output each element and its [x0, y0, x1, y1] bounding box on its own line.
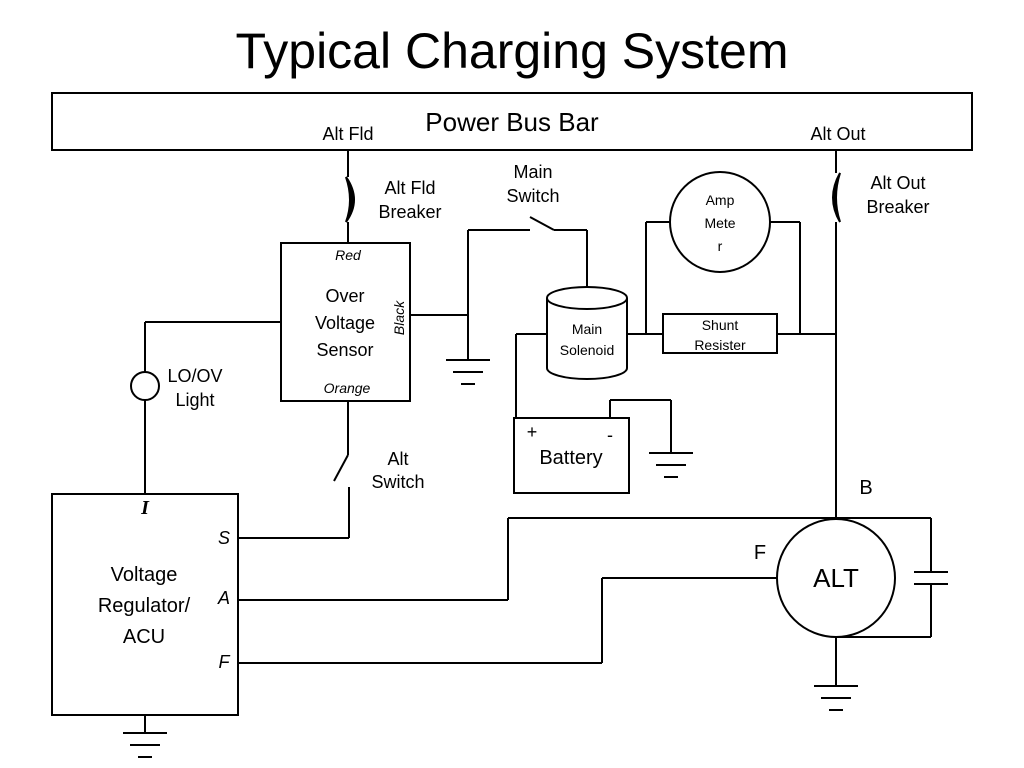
solenoid-battery-wire	[515, 333, 547, 418]
ov-sensor-label-2: Voltage	[315, 313, 375, 333]
regulator-label-1: Voltage	[111, 564, 178, 586]
solenoid-label-1: Main	[572, 321, 602, 337]
lo-ov-light-label-1: LO/OV	[167, 366, 222, 386]
amp-meter-label-1: Amp	[706, 192, 735, 208]
bus-bar-outline	[51, 92, 973, 151]
a-terminal-wire	[238, 517, 836, 601]
main-solenoid: Main Solenoid	[546, 286, 628, 380]
solenoid-top	[546, 286, 628, 310]
alternator-terminal-f: F	[754, 542, 766, 564]
main-switch-label-2: Switch	[506, 186, 559, 206]
alt-switch-label-1: Alt	[387, 449, 408, 469]
amp-meter-label-2: Mete	[704, 215, 735, 231]
battery-plus: +	[527, 422, 538, 442]
alternator-terminal-b: B	[859, 477, 872, 499]
shunt-resister: Shunt Resister	[662, 313, 836, 354]
alt-fld-breaker-label-1: Alt Fld	[384, 178, 435, 198]
solenoid-label-2: Solenoid	[560, 342, 615, 358]
ov-sensor-pin-orange: Orange	[324, 380, 371, 396]
alt-out-breaker-icon	[832, 172, 841, 223]
bus-bar-label: Power Bus Bar	[425, 107, 599, 137]
ov-sensor-label-3: Sensor	[316, 340, 373, 360]
ov-sensor-pin-red: Red	[335, 247, 362, 263]
capacitor	[836, 517, 948, 638]
lo-ov-light-icon	[130, 371, 160, 401]
alt-fld-terminal-label: Alt Fld	[322, 124, 373, 144]
f-terminal-wire	[238, 577, 778, 664]
main-switch-label-1: Main	[513, 162, 552, 182]
alternator: ALT B F	[754, 477, 896, 686]
lo-ov-light-label-2: Light	[175, 390, 214, 410]
ground-icon	[649, 452, 693, 478]
battery-label: Battery	[539, 447, 602, 469]
regulator-pin-s: S	[218, 528, 230, 548]
battery-minus: -	[607, 425, 613, 445]
regulator-pin-a: A	[217, 588, 230, 608]
alternator-label: ALT	[813, 563, 859, 593]
regulator-pin-f: F	[219, 652, 231, 672]
alt-switch-label-2: Switch	[371, 472, 424, 492]
regulator-pin-i: I	[140, 497, 150, 519]
regulator-label-3: ACU	[123, 626, 165, 648]
main-switch-blade	[529, 216, 555, 231]
shunt-box	[662, 313, 778, 354]
voltage-regulator: I S A F Voltage Regulator/ ACU	[51, 493, 239, 733]
power-bus-bar: Power Bus Bar Alt Fld Alt Out	[51, 92, 973, 151]
ov-sensor-label-1: Over	[325, 286, 364, 306]
alt-switch-blade	[333, 454, 349, 482]
battery-box	[513, 417, 630, 494]
ground-icon	[814, 685, 858, 711]
alt-out-terminal-label: Alt Out	[810, 124, 865, 144]
ov-sensor-pin-black: Black	[391, 300, 407, 335]
ground-icon	[123, 732, 167, 758]
shunt-label-2: Resister	[694, 337, 746, 353]
ov-sensor-box	[280, 242, 411, 402]
lo-ov-light: LO/OV Light	[130, 321, 281, 494]
ground-icon	[446, 359, 490, 385]
regulator-label-2: Regulator/	[98, 595, 191, 617]
regulator-box	[51, 493, 239, 716]
solenoid-body	[546, 298, 628, 380]
amp-meter: Amp Mete r	[645, 171, 801, 334]
alt-fld-breaker-icon	[345, 176, 355, 223]
alt-out-breaker-label-2: Breaker	[866, 197, 929, 217]
ov-ground-and-main-switch-wiring: Main Switch	[410, 162, 588, 360]
shunt-label-1: Shunt	[702, 317, 739, 333]
alt-switch: Alt Switch	[238, 401, 425, 539]
battery: + - Battery	[513, 399, 672, 494]
alt-fld-breaker-label-2: Breaker	[378, 202, 441, 222]
alt-out-breaker-label-1: Alt Out	[870, 173, 925, 193]
alt-fld-breaker: Alt Fld Breaker	[345, 150, 442, 243]
over-voltage-sensor: Red Over Voltage Sensor Orange Black	[280, 242, 411, 402]
alt-out-breaker: Alt Out Breaker	[832, 150, 930, 518]
diagram-title: Typical Charging System	[235, 23, 788, 79]
amp-meter-label-3: r	[718, 238, 723, 254]
